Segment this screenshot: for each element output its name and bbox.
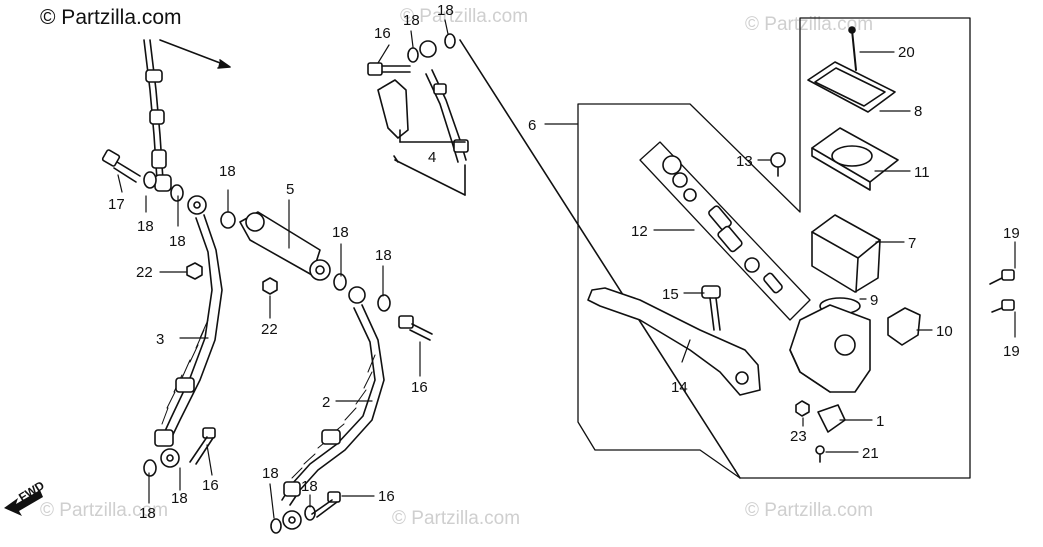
callout-14: 14 xyxy=(671,379,688,396)
callout-4: 4 xyxy=(428,149,436,166)
watermark: © Partzilla.com xyxy=(40,500,169,521)
callout-21: 21 xyxy=(862,445,879,462)
piston-kit-12 xyxy=(639,141,811,321)
callout-10: 10 xyxy=(936,323,953,340)
callout-18: 18 xyxy=(139,505,156,522)
watermark: © Partzilla.com xyxy=(745,14,874,35)
callout-18: 18 xyxy=(332,224,349,241)
callout-12: 12 xyxy=(631,223,648,240)
forward-arrow-icon: FWD xyxy=(4,478,47,516)
callout-18: 18 xyxy=(137,218,154,235)
callout-3: 3 xyxy=(156,331,164,348)
brake-hose-4 xyxy=(377,69,469,163)
callout-16: 16 xyxy=(202,477,219,494)
callout-18: 18 xyxy=(262,465,279,482)
callout-6: 6 xyxy=(528,117,536,134)
callout-8: 8 xyxy=(914,103,922,120)
callout-1: 1 xyxy=(876,413,884,430)
master-cylinder-body xyxy=(789,304,871,393)
callout-2: 2 xyxy=(322,394,330,411)
brand-label: © Partzilla.com xyxy=(40,6,182,29)
callout-18: 18 xyxy=(171,490,188,507)
callout-18: 18 xyxy=(301,478,318,495)
brake-joint-5 xyxy=(239,211,391,312)
brake-hose-2 xyxy=(270,286,385,534)
callout-18: 18 xyxy=(437,2,454,19)
callout-16: 16 xyxy=(378,488,395,505)
callout-19: 19 xyxy=(1003,343,1020,360)
bolt-17 xyxy=(101,149,141,183)
callout-11: 11 xyxy=(914,164,930,181)
callout-13: 13 xyxy=(736,153,753,170)
callout-16: 16 xyxy=(411,379,428,396)
callout-18: 18 xyxy=(375,247,392,264)
callout-18: 18 xyxy=(169,233,186,250)
watermark: © Partzilla.com xyxy=(400,6,529,27)
callout-9: 9 xyxy=(870,292,878,309)
callout-22: 22 xyxy=(261,321,278,338)
callout-7: 7 xyxy=(908,235,916,252)
callout-18: 18 xyxy=(219,163,236,180)
callout-5: 5 xyxy=(286,181,294,198)
watermark: © Partzilla.com xyxy=(745,500,874,521)
callout-16: 16 xyxy=(374,25,391,42)
callout-17: 17 xyxy=(108,196,125,213)
watermark: © Partzilla.com xyxy=(392,508,521,529)
callout-19: 19 xyxy=(1003,225,1020,242)
callout-18: 18 xyxy=(403,12,420,29)
callout-15: 15 xyxy=(662,286,679,303)
brake-lever-14 xyxy=(587,287,761,396)
callout-20: 20 xyxy=(898,44,915,61)
brake-hose-3 xyxy=(143,39,223,468)
callout-labels: 16 18 18 4 17 18 18 18 5 18 18 22 22 3 1… xyxy=(108,2,1020,522)
callout-23: 23 xyxy=(790,428,807,445)
callout-22: 22 xyxy=(136,264,153,281)
